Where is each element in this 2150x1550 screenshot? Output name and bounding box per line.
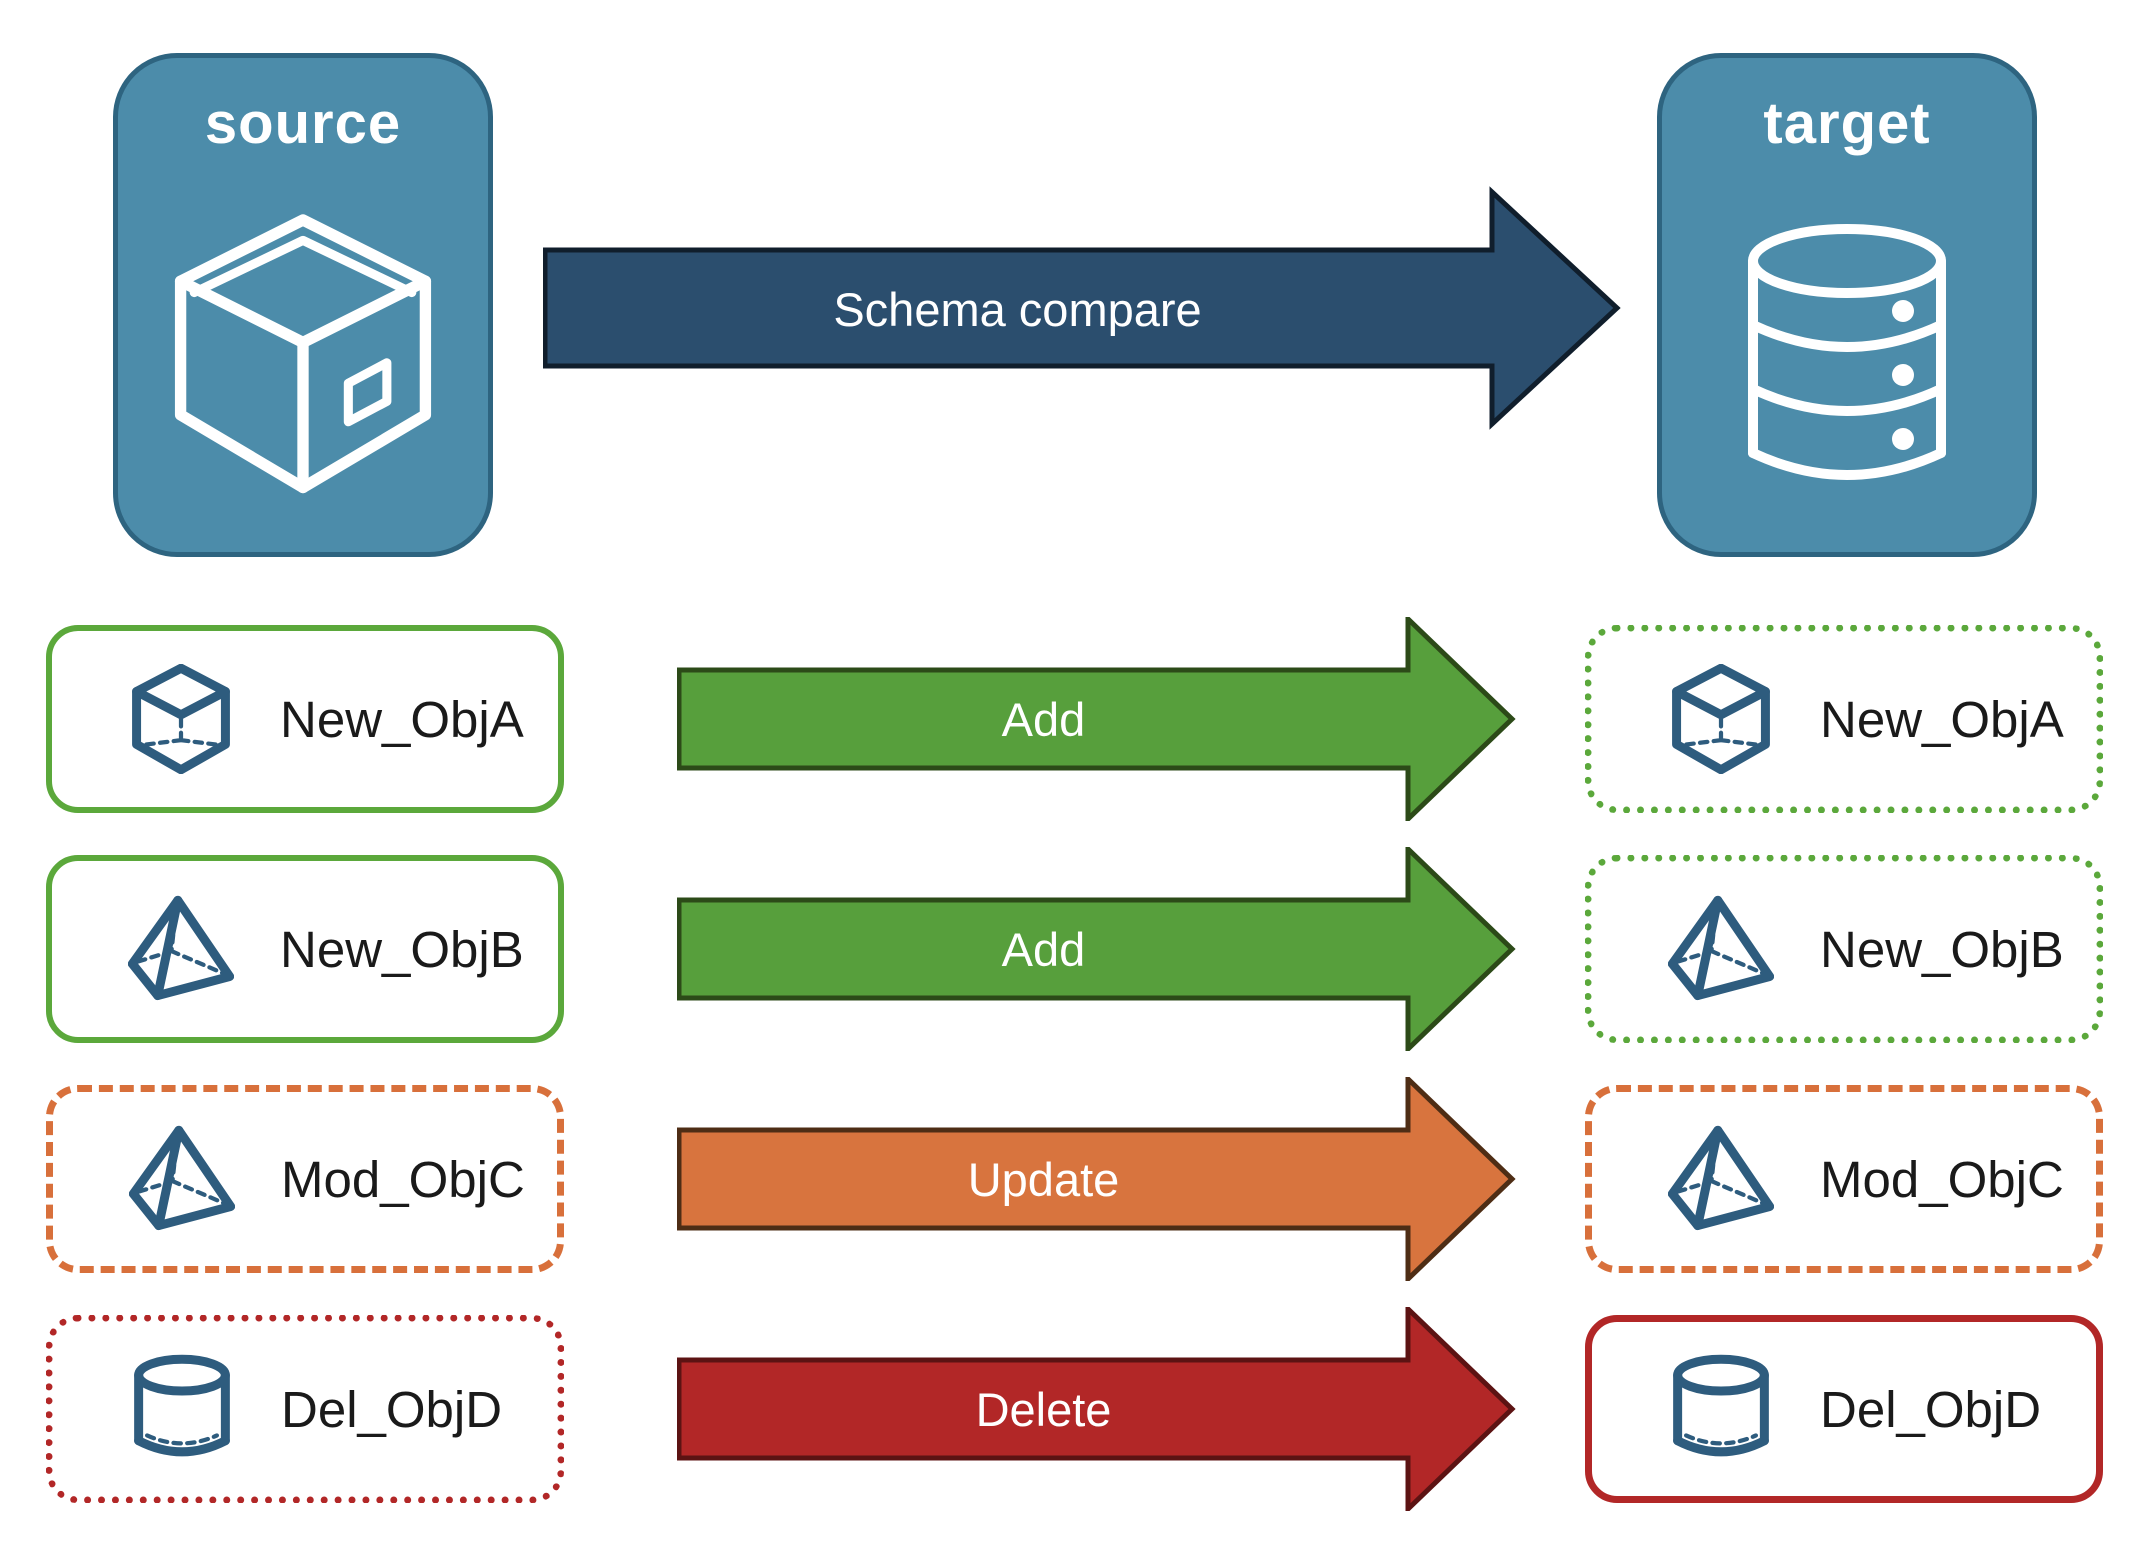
add-arrow-1 xyxy=(677,617,1516,821)
object-label: Mod_ObjC xyxy=(281,1150,525,1208)
object-label: New_ObjB xyxy=(1820,920,2064,978)
cylinder-icon xyxy=(134,1354,230,1457)
source-object-del-objd: Del_ObjD xyxy=(46,1315,564,1503)
add-arrow-2 xyxy=(677,847,1516,1051)
object-label: Del_ObjD xyxy=(1820,1380,2042,1438)
cube-icon xyxy=(132,664,230,774)
object-label: Mod_ObjC xyxy=(1820,1150,2064,1208)
add-arrow-1-label: Add xyxy=(1001,692,1086,746)
pyramid-icon xyxy=(129,1125,235,1231)
source-object-new-objb: New_ObjB xyxy=(46,855,564,1043)
source-object-mod-objc: Mod_ObjC xyxy=(46,1085,564,1273)
target-title: target xyxy=(1763,91,1931,156)
source-object-new-obja: New_ObjA xyxy=(46,625,564,813)
cube-icon xyxy=(1672,664,1770,774)
object-label: New_ObjB xyxy=(280,920,524,978)
delete-arrow xyxy=(677,1307,1516,1511)
target-object-new-obja: New_ObjA xyxy=(1585,625,2103,813)
database-icon xyxy=(1748,224,1946,480)
delete-arrow-label: Delete xyxy=(975,1382,1112,1436)
target-object-mod-objc: Mod_ObjC xyxy=(1585,1085,2103,1273)
schema-compare-arrow xyxy=(543,186,1621,430)
object-label: New_ObjA xyxy=(1820,690,2064,748)
source-node: source xyxy=(113,53,493,557)
source-title: source xyxy=(204,91,402,156)
pyramid-icon xyxy=(1668,895,1774,1001)
target-node: target xyxy=(1657,53,2037,557)
cylinder-icon xyxy=(1673,1354,1769,1457)
pyramid-icon xyxy=(128,895,234,1001)
object-label: Del_ObjD xyxy=(281,1380,503,1438)
add-arrow-2-label: Add xyxy=(1001,922,1086,976)
update-arrow-label: Update xyxy=(967,1152,1120,1206)
object-label: New_ObjA xyxy=(280,690,524,748)
pyramid-icon xyxy=(1668,1125,1774,1231)
target-object-new-objb: New_ObjB xyxy=(1585,855,2103,1043)
update-arrow xyxy=(677,1077,1516,1281)
schema-compare-label: Schema compare xyxy=(833,283,1202,336)
package-icon xyxy=(174,214,432,494)
target-object-del-objd: Del_ObjD xyxy=(1585,1315,2103,1503)
